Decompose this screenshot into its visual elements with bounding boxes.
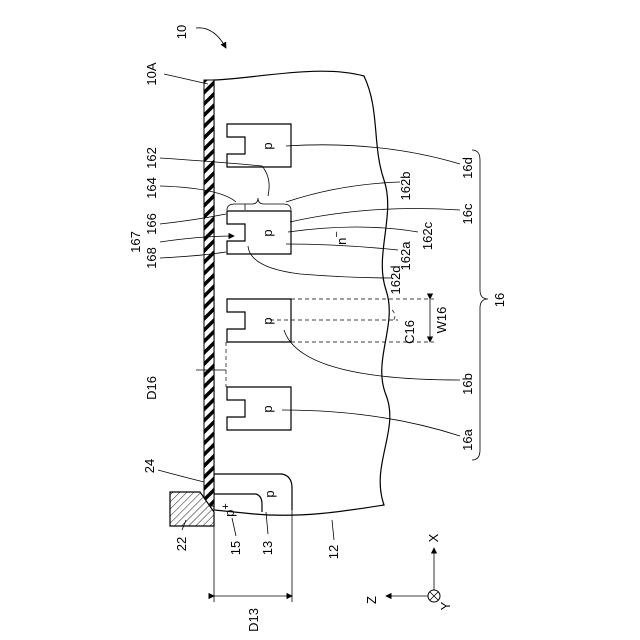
label-162d: 162d bbox=[388, 266, 403, 295]
label-15: 15 bbox=[228, 541, 243, 555]
substrate-outline bbox=[214, 71, 390, 515]
region-label-p-16d: p bbox=[260, 142, 275, 149]
label-22: 22 bbox=[174, 537, 189, 551]
region-label-p-plus: p+ bbox=[220, 503, 237, 517]
label-16: 16 bbox=[492, 293, 507, 307]
leader-16b bbox=[284, 330, 460, 380]
leader-16c bbox=[290, 209, 460, 223]
region-label-p-16c: p bbox=[260, 229, 275, 236]
label-10: 10 bbox=[174, 25, 189, 39]
brace-16 bbox=[472, 150, 488, 460]
leader-162b bbox=[286, 182, 400, 202]
leader-10 bbox=[196, 28, 226, 48]
leader-10A bbox=[164, 74, 208, 84]
label-16d: 16d bbox=[460, 157, 475, 179]
leader-168 bbox=[160, 252, 226, 258]
axis-label-z: Z bbox=[364, 596, 379, 604]
label-167: 167 bbox=[128, 231, 143, 253]
label-C16: C16 bbox=[402, 320, 417, 344]
leader-166 bbox=[160, 214, 226, 224]
label-13: 13 bbox=[260, 541, 275, 555]
label-168: 168 bbox=[144, 247, 159, 269]
label-10A: 10A bbox=[144, 62, 159, 85]
guard-region-16c bbox=[227, 211, 291, 254]
region-label-p-16b: p bbox=[260, 317, 275, 324]
brace-162 bbox=[227, 198, 291, 210]
label-D13: D13 bbox=[246, 608, 261, 632]
leader-15 bbox=[232, 518, 236, 536]
label-n-minus: n− bbox=[331, 231, 349, 245]
leader-162c bbox=[288, 227, 418, 232]
leader-24 bbox=[158, 470, 204, 482]
insulating-film bbox=[204, 80, 214, 506]
region-label-p-13: p bbox=[262, 490, 277, 497]
label-W16: W16 bbox=[434, 307, 449, 334]
leader-16d bbox=[286, 145, 460, 164]
label-164: 164 bbox=[144, 177, 159, 199]
axis-label-y: Y bbox=[438, 601, 453, 610]
leader-167 bbox=[160, 236, 234, 242]
label-162: 162 bbox=[144, 147, 159, 169]
label-162b: 162b bbox=[398, 172, 413, 201]
leader-12 bbox=[332, 520, 334, 540]
leader-164 bbox=[160, 186, 236, 202]
leader-16a bbox=[282, 410, 460, 436]
label-D16: D16 bbox=[144, 376, 159, 400]
guard-region-16d bbox=[227, 124, 291, 167]
axis-label-x: X bbox=[426, 533, 441, 542]
label-12: 12 bbox=[326, 545, 341, 559]
guard-region-16a bbox=[227, 387, 291, 430]
leader-162d bbox=[248, 246, 392, 278]
label-166: 166 bbox=[144, 213, 159, 235]
label-24: 24 bbox=[142, 459, 157, 473]
label-162c: 162c bbox=[420, 221, 435, 250]
region-label-p-16a: p bbox=[260, 405, 275, 412]
label-16c: 16c bbox=[460, 203, 475, 224]
label-16b: 16b bbox=[460, 373, 475, 395]
guard-region-16b bbox=[227, 299, 291, 342]
label-16a: 16a bbox=[460, 428, 475, 450]
